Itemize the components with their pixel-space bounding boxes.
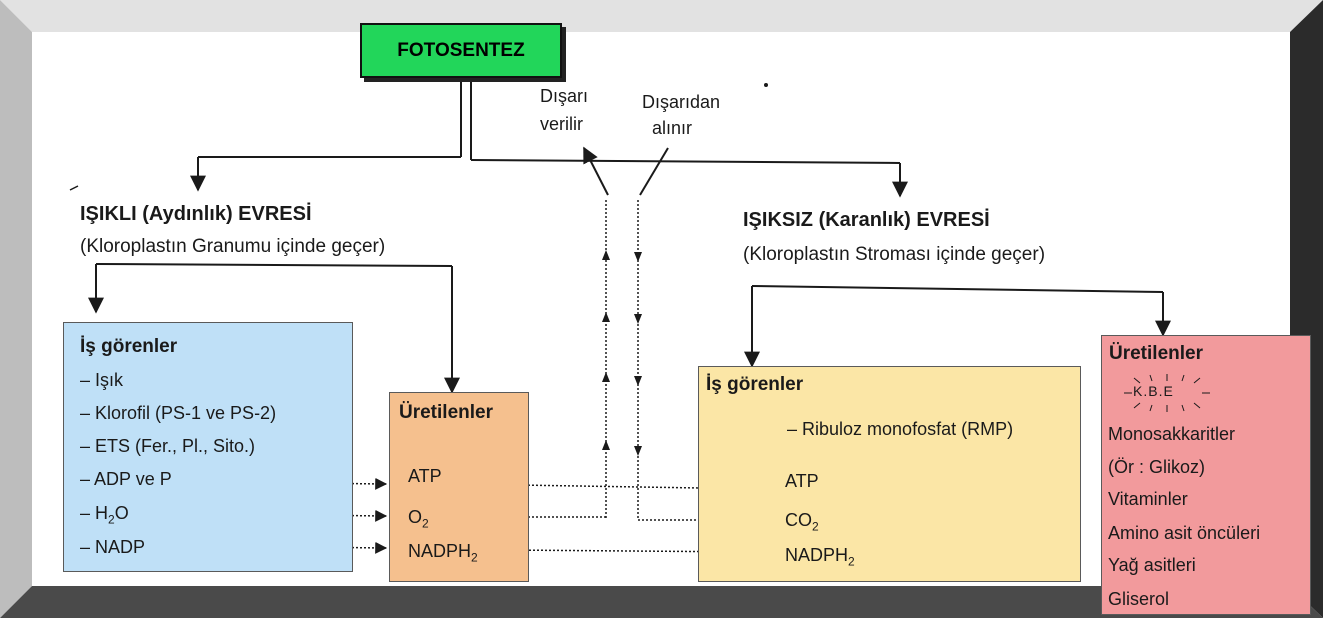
dark-split-line	[751, 285, 1164, 293]
out-label-2: verilir	[540, 114, 583, 134]
title-text: FOTOSENTEZ	[397, 39, 525, 61]
light-worker-item: – ADP ve P	[80, 469, 172, 489]
in-diagonal-line	[639, 147, 669, 196]
dark-workers-header: İş görenler	[706, 374, 804, 395]
dark-products-header: Üretilenler	[1109, 343, 1203, 364]
light-phase-title: IŞIKLI (Aydınlık) EVRESİ	[80, 203, 312, 225]
dark-product-item: Gliserol	[1108, 589, 1170, 609]
dark-phase-location: (Kloroplastın Stroması içinde geçer)	[743, 244, 1046, 265]
atp-transfer-arrow	[455, 482, 764, 495]
light-worker-item: – NADP	[80, 537, 146, 557]
light-worker-item: – Klorofil (PS-1 ve PS-2)	[80, 403, 277, 423]
out-diagonal-arrow	[583, 146, 609, 196]
light-workers-header: İş görenler	[80, 336, 178, 357]
out-label-1: Dışarı	[540, 86, 589, 106]
dark-worker-rmp: – Ribuloz monofosfat (RMP)	[787, 419, 1014, 439]
light-products-header: Üretilenler	[399, 402, 493, 423]
light-worker-item: – ETS (Fer., Pl., Sito.)	[80, 436, 256, 456]
dark-product-item: Amino asit öncüleri	[1108, 523, 1261, 543]
dark-worker-co2: CO2	[785, 510, 819, 534]
dark-workers-box	[698, 366, 1081, 582]
dark-products-box	[1101, 335, 1311, 615]
light-product-nadph: NADPH2	[408, 541, 478, 565]
dark-phase-title: IŞIKSIZ (Karanlık) EVRESİ	[743, 209, 990, 231]
light-products-box	[389, 392, 529, 582]
in-label-1: Dışarıdan	[642, 92, 721, 112]
dark-product-item: Yağ asitleri	[1108, 555, 1196, 575]
dark-product-item: Monosakkaritler	[1108, 424, 1236, 444]
light-product-o2: O2	[408, 507, 429, 531]
title-right-branch	[470, 159, 901, 164]
kbe-burst-icon	[1124, 374, 1210, 412]
in-label-2: alınır	[652, 118, 693, 138]
dark-worker-atp: ATP	[785, 471, 819, 491]
dark-worker-nadph: NADPH2	[785, 545, 855, 569]
light-worker-h2o: – H2O	[80, 503, 129, 527]
dark-product-item: Vitaminler	[1108, 489, 1188, 509]
title-box: FOTOSENTEZ	[360, 23, 562, 78]
light-phase-location: (Kloroplastın Granumu içinde geçer)	[80, 236, 386, 257]
light-split-line	[95, 263, 453, 267]
light-worker-item: – Işık	[80, 370, 124, 390]
light-product-atp: ATP	[408, 466, 442, 486]
dark-product-item: (Ör : Glikoz)	[1108, 457, 1205, 477]
kbe-label: K.B.E	[1133, 383, 1174, 399]
light-workers-box	[63, 322, 353, 572]
